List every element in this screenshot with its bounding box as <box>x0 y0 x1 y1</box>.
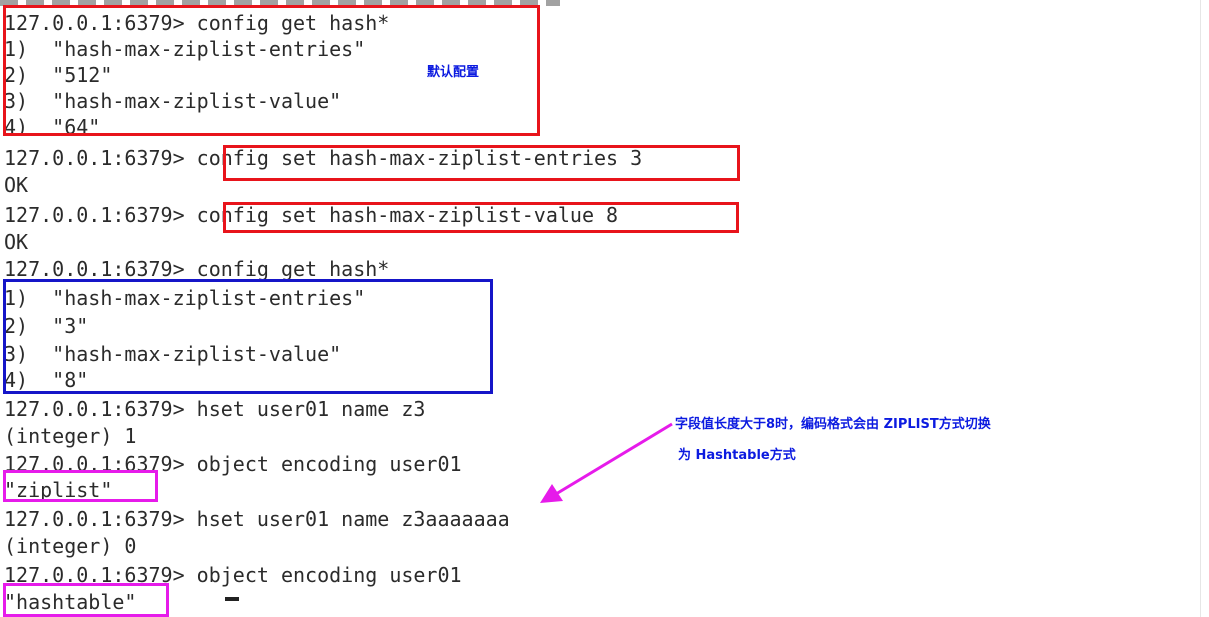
terminal-line: 127.0.0.1:6379> config set hash-max-zipl… <box>4 146 643 170</box>
new-config-highlight <box>3 279 493 394</box>
terminal-line: 127.0.0.1:6379> config set hash-max-zipl… <box>4 203 619 227</box>
terminal-line: 1) "hash-max-ziplist-entries" <box>4 286 366 310</box>
terminal-line: 4) "8" <box>4 368 89 392</box>
switch-note-line1: 字段值长度大于8时，编码格式会由 ZIPLIST方式切换 <box>675 417 991 432</box>
terminal-line: 127.0.0.1:6379> hset user01 name z3aaaaa… <box>4 507 510 531</box>
terminal-line: "ziplist" <box>4 478 113 502</box>
terminal-line: 127.0.0.1:6379> hset user01 name z3 <box>4 397 426 421</box>
terminal-line: 2) "512" <box>4 63 113 87</box>
default-config-label: 默认配置 <box>427 65 480 80</box>
terminal-line: 3) "hash-max-ziplist-value" <box>4 89 342 113</box>
text-cursor <box>225 597 239 601</box>
clipped-previous-line <box>0 0 560 6</box>
set-value-highlight <box>223 202 739 233</box>
default-config-highlight <box>3 5 540 136</box>
terminal-line: (integer) 1 <box>4 424 137 448</box>
terminal-line: 127.0.0.1:6379> config get hash* <box>4 257 390 281</box>
terminal-line: OK <box>4 173 29 197</box>
switch-note-line2: 为 Hashtable方式 <box>678 448 796 463</box>
terminal-line: 4) "64" <box>4 115 101 134</box>
terminal-line: "hashtable" <box>4 590 137 614</box>
terminal-line: (integer) 0 <box>4 534 137 558</box>
terminal-line: 3) "hash-max-ziplist-value" <box>4 342 342 366</box>
ziplist-highlight <box>3 470 158 502</box>
terminal-line: OK <box>4 230 29 254</box>
terminal-line: 127.0.0.1:6379> config get hash* <box>4 11 390 35</box>
terminal-line: 2) "3" <box>4 314 89 338</box>
terminal-line: 1) "hash-max-ziplist-entries" <box>4 37 366 61</box>
set-entries-highlight <box>223 145 740 181</box>
hashtable-highlight <box>3 583 169 617</box>
